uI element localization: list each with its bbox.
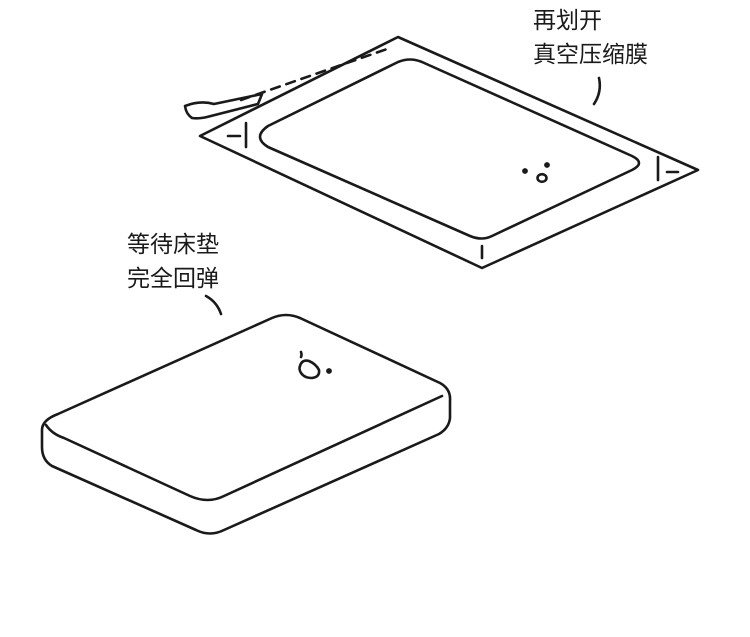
caption-cut-film-line1: 再划开 [533,8,602,34]
eye-right [544,162,550,168]
caption-cut-film-line2: 真空压缩膜 [533,42,648,68]
caption-wait-rebound-line1: 等待床垫 [127,232,219,258]
leader-line-top [592,76,602,106]
leader-line-bottom [204,294,223,316]
packed-mattress-body [258,58,641,240]
smiley-face-icon [522,162,550,184]
happy-face-icon [298,350,332,380]
peeled-film-strip [183,92,264,120]
mattress-outline [40,313,452,535]
compression-film-outline [198,35,700,270]
mouth [536,172,548,184]
eye-left [522,168,528,174]
caption-wait-rebound: 等待床垫 完全回弹 [127,228,219,296]
vacuum-packed-mattress [183,35,700,270]
expanded-mattress [40,313,452,535]
eye-left [299,350,303,359]
caption-wait-rebound-line2: 完全回弹 [127,266,219,292]
tear-line [239,47,389,102]
mouth [298,359,321,380]
caption-cut-film: 再划开 真空压缩膜 [533,4,648,72]
eye-right [326,368,332,374]
mattress-top-edge [44,394,444,502]
